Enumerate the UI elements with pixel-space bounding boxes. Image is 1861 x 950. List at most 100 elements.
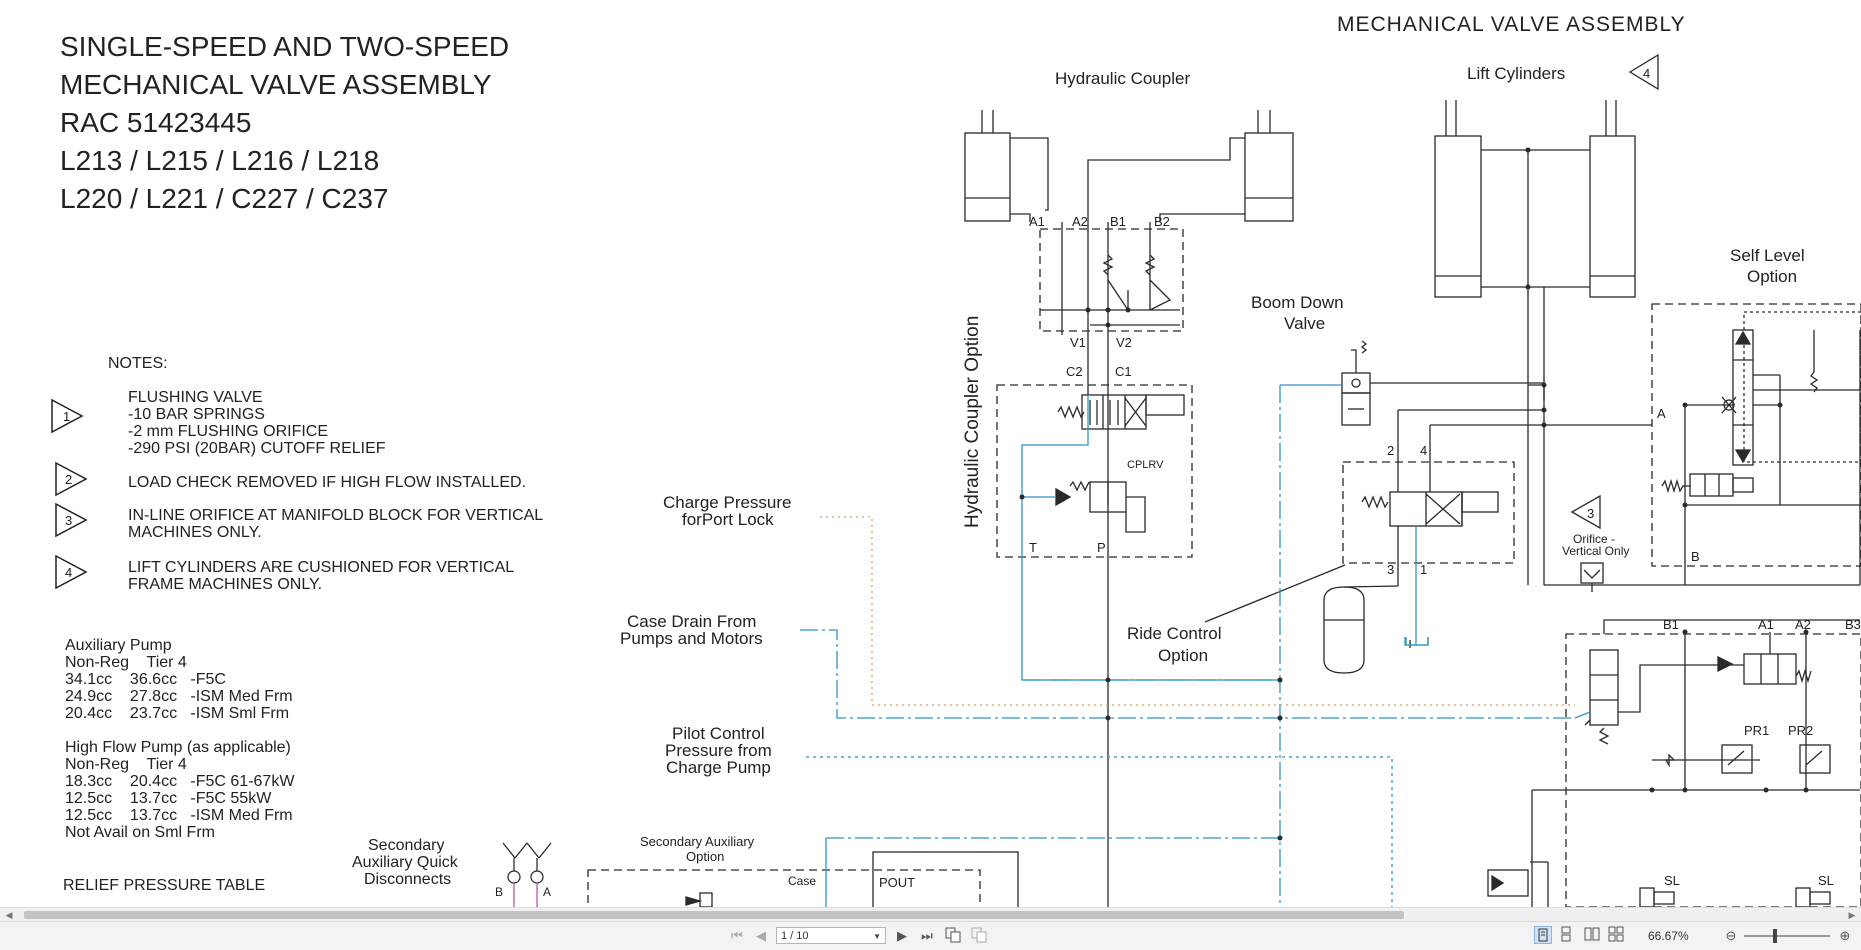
scroll-thumb[interactable] xyxy=(24,911,1404,919)
case-label: Case xyxy=(788,874,816,888)
horizontal-scrollbar[interactable]: ◀ ▶ xyxy=(0,907,1861,922)
note-1-line: FLUSHING VALVE xyxy=(128,389,263,406)
secondary-qd-label: Secondary xyxy=(368,837,445,854)
chevron-down-icon: ▼ xyxy=(873,932,881,941)
note-2-number: 2 xyxy=(65,472,72,487)
orifice-note-marker xyxy=(1570,494,1601,530)
tank-symbol xyxy=(1405,637,1429,646)
main-title: MECHANICAL VALVE ASSEMBLY xyxy=(1337,13,1686,36)
lower-port-b3: B3 xyxy=(1845,617,1861,632)
hydraulic-coupler-label: Hydraulic Coupler xyxy=(1055,69,1190,88)
port-v2: V2 xyxy=(1116,335,1132,350)
note-1-number: 1 xyxy=(63,409,70,424)
sl-label: SL xyxy=(1664,873,1680,888)
previous-page-button[interactable]: ◀ xyxy=(752,927,770,945)
zoom-slider-handle[interactable] xyxy=(1773,929,1777,943)
orifice-label: Vertical Only xyxy=(1562,544,1629,558)
high-flow-title: High Flow Pump (as applicable) xyxy=(65,739,291,756)
scroll-left-arrow-icon[interactable]: ◀ xyxy=(5,910,13,920)
high-flow-row: 12.5cc 13.7cc -ISM Med Frm xyxy=(65,807,293,824)
schematic: Hydraulic Coupler A1 A2 B1 B2 V1 V2 Hy xyxy=(587,53,1861,907)
heading-line: RAC 51423445 xyxy=(60,107,251,138)
notes-heading: NOTES: xyxy=(108,355,168,372)
secondary-aux-label: Option xyxy=(686,849,724,864)
port-b1: B1 xyxy=(1110,214,1126,229)
copy-page-button[interactable] xyxy=(943,927,963,945)
lower-port-a2: A2 xyxy=(1795,617,1811,632)
case-drain-label: Pumps and Motors xyxy=(620,629,763,648)
pilot-control-label: Pilot Control xyxy=(672,724,765,743)
ride-control-label: Ride Control xyxy=(1127,624,1222,643)
last-page-icon: ⏭ xyxy=(921,928,933,943)
note-2-marker xyxy=(55,461,88,497)
zoom-in-button[interactable]: ⊕ xyxy=(1836,927,1854,945)
document-viewport[interactable]: MECHANICAL VALVE ASSEMBLY SINGLE-SPEED A… xyxy=(0,0,1861,907)
pout-label: POUT xyxy=(879,875,915,890)
lift-cylinders-note-number: 4 xyxy=(1643,66,1650,81)
continuous-page-icon xyxy=(1561,926,1571,942)
high-flow-row: 12.5cc 13.7cc -F5C 55kW xyxy=(65,790,272,807)
pilot-control-label: Charge Pump xyxy=(666,758,771,777)
zoom-out-button[interactable]: ⊖ xyxy=(1722,927,1740,945)
sl-label-2: SL xyxy=(1818,873,1834,888)
rc-port-1: 1 xyxy=(1420,562,1427,577)
two-page-view-button[interactable] xyxy=(1584,926,1602,944)
paste-icon xyxy=(971,927,987,943)
next-page-button[interactable]: ▶ xyxy=(893,927,911,945)
schematic-page: MECHANICAL VALVE ASSEMBLY SINGLE-SPEED A… xyxy=(51,13,1861,907)
note-2-line: LOAD CHECK REMOVED IF HIGH FLOW INSTALLE… xyxy=(128,474,526,491)
aux-pump-row: 24.9cc 27.8cc -ISM Med Frm xyxy=(65,688,293,705)
secondary-quick-disconnects: Secondary Auxiliary Quick Disconnects B … xyxy=(352,837,552,907)
port-b2: B2 xyxy=(1154,214,1170,229)
continuous-view-button[interactable] xyxy=(1558,926,1576,944)
port-p: P xyxy=(1097,540,1106,555)
ride-control-label: Option xyxy=(1158,646,1208,665)
copy-icon xyxy=(945,927,961,943)
rc-port-3: 3 xyxy=(1387,562,1394,577)
zoom-slider[interactable] xyxy=(1744,929,1830,943)
cplrv-label: CPLRV xyxy=(1127,459,1164,471)
note-3-line: IN-LINE ORIFICE AT MANIFOLD BLOCK FOR VE… xyxy=(128,507,543,524)
aux-pump-row: 34.1cc 36.6cc -F5C xyxy=(65,671,226,688)
scroll-right-arrow-icon[interactable]: ▶ xyxy=(1848,910,1856,920)
lower-port-b1: B1 xyxy=(1663,617,1679,632)
zoom-level[interactable]: 66.67% xyxy=(1648,929,1689,943)
high-flow-row: Not Avail on Sml Frm xyxy=(65,824,215,841)
junction-dots xyxy=(1019,147,1809,841)
single-page-view-button[interactable] xyxy=(1534,926,1552,944)
paste-page-button[interactable] xyxy=(969,927,989,945)
secondary-qd-label: Disconnects xyxy=(364,871,451,888)
zoom-in-icon: ⊕ xyxy=(1839,928,1851,943)
aux-pump-table: Auxiliary Pump Non-Reg Tier 4 34.1cc 36.… xyxy=(65,637,293,722)
first-page-icon: ⏮ xyxy=(731,928,743,943)
hydraulic-coupler-option-label: Hydraulic Coupler Option xyxy=(962,316,983,528)
high-flow-row: 18.3cc 20.4cc -F5C 61-67kW xyxy=(65,773,295,790)
heading-block: SINGLE-SPEED AND TWO-SPEED MECHANICAL VA… xyxy=(60,31,509,214)
secondary-qd-label: Auxiliary Quick xyxy=(352,854,459,871)
two-page-continuous-button[interactable] xyxy=(1608,926,1626,944)
note-1-line: -10 BAR SPRINGS xyxy=(128,406,265,423)
lift-cylinders-note-marker xyxy=(1628,53,1659,91)
last-page-button[interactable]: ⏭ xyxy=(917,927,937,945)
note-4-line: LIFT CYLINDERS ARE CUSHIONED FOR VERTICA… xyxy=(128,559,514,576)
self-level-label: Option xyxy=(1747,267,1797,286)
page-number-input[interactable]: 1 / 10 ▼ xyxy=(776,927,886,944)
charge-pressure-label: forPort Lock xyxy=(682,510,774,529)
qd-port-b: B xyxy=(495,885,503,899)
port-v1: V1 xyxy=(1070,335,1086,350)
note-4-marker xyxy=(55,554,88,590)
charge-pressure-line xyxy=(820,516,1575,706)
two-page-icon xyxy=(1584,927,1600,941)
port-t: T xyxy=(1029,540,1037,555)
orifice-note-number: 3 xyxy=(1587,506,1594,521)
note-1-line: -2 mm FLUSHING ORIFICE xyxy=(128,423,328,440)
note-3-line: MACHINES ONLY. xyxy=(128,524,262,541)
relief-table-title: RELIEF PRESSURE TABLE xyxy=(63,877,265,894)
note-1-marker xyxy=(51,398,84,434)
previous-page-icon: ◀ xyxy=(756,928,766,943)
zoom-out-icon: ⊖ xyxy=(1725,928,1737,943)
heading-line: MECHANICAL VALVE ASSEMBLY xyxy=(60,69,492,100)
first-page-button[interactable]: ⏮ xyxy=(728,927,746,945)
boom-down-label: Valve xyxy=(1284,314,1325,333)
note-4-line: FRAME MACHINES ONLY. xyxy=(128,576,322,593)
